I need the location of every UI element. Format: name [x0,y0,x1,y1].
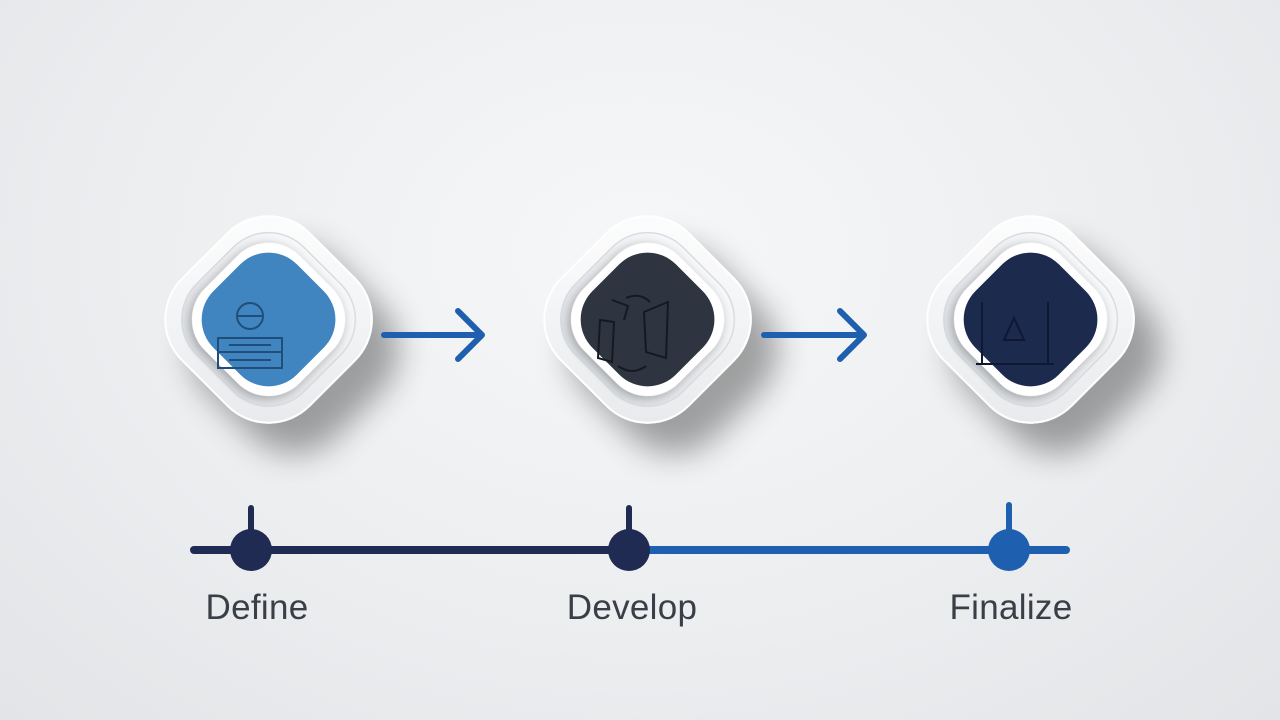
timeline-node-develop [608,529,650,571]
cycle-arrows-icon [596,294,670,372]
timeline-node-finalize [988,529,1030,571]
step-label-develop: Develop [566,588,698,627]
timeline [190,502,1070,571]
step-label-finalize: Finalize [949,588,1073,627]
step-fill-develop [580,252,715,387]
arrow-develop-to-finalize [761,308,867,362]
step-tile-define [164,215,373,424]
step-tile-finalize [926,215,1135,424]
warning-document-icon [976,302,1054,365]
timeline-node-define [230,529,272,571]
step-label-define: Define [205,588,309,627]
step-tile-develop [543,215,752,424]
step-fill-finalize [963,252,1098,387]
arrow-define-to-develop [381,308,485,362]
user-server-icon [217,302,283,369]
